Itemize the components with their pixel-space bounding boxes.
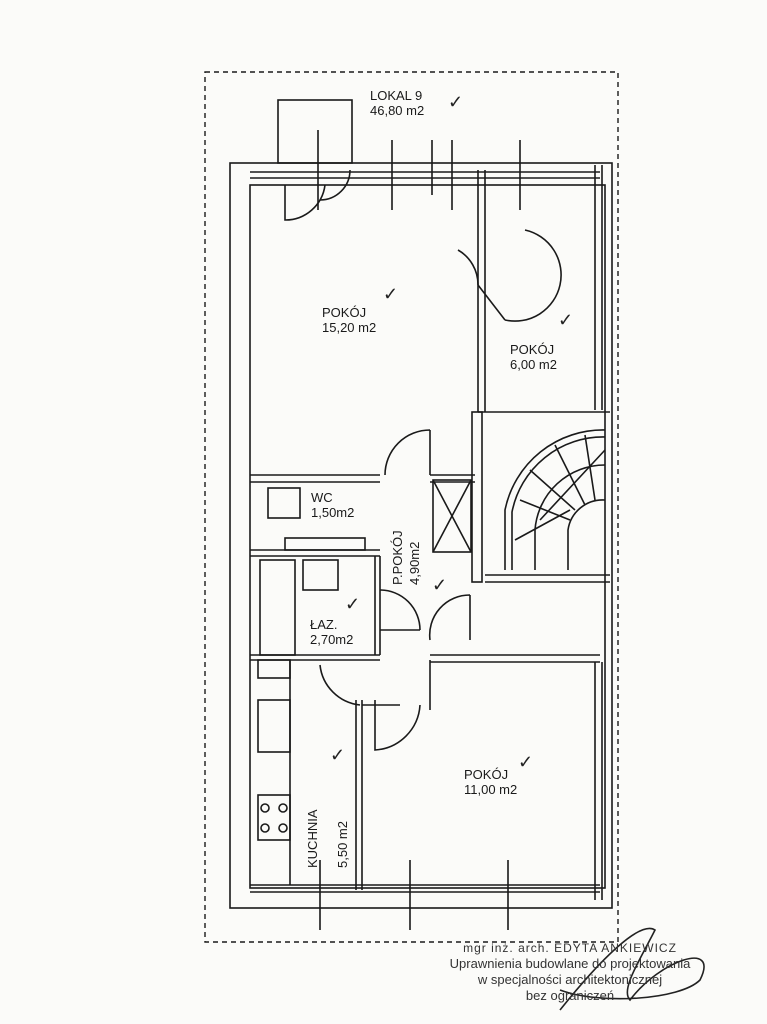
room-hall: P.POKÓJ 4,90m2: [368, 500, 422, 585]
room-area: 15,20 m2: [322, 320, 377, 335]
outer-wall: [229, 162, 613, 909]
room-name: ŁAZ.: [310, 617, 338, 632]
stamp-line: Uprawnienia budowlane do projektowania: [449, 956, 691, 971]
room-kitchen: KUCHNIA 5,50 m2: [305, 809, 350, 868]
staircase: [504, 429, 606, 570]
room-area: 11,00 m2: [464, 782, 518, 797]
check-mark: ✓: [518, 752, 534, 772]
room-name: POKÓJ: [464, 767, 509, 782]
doors: [284, 169, 562, 751]
unit-boundary: [204, 71, 619, 943]
room-name: POKÓJ: [322, 305, 367, 320]
room-living: POKÓJ 15,20 m2: [322, 305, 376, 335]
room-bathroom: ŁAZ. 2,70m2: [310, 617, 353, 647]
unit-title: LOKAL 9: [370, 88, 423, 103]
check-mark: ✓: [432, 575, 448, 595]
unit-label: LOKAL 9 46,80 m2: [370, 88, 424, 118]
room-area: 4,90m2: [407, 541, 422, 585]
signature: [559, 927, 705, 1011]
room-area: 5,50 m2: [335, 821, 350, 868]
architect-stamp: mgr inż. arch. EDYTA ANKIEWICZ Uprawnien…: [405, 940, 735, 1004]
room-name: POKÓJ: [510, 342, 555, 357]
check-mark: ✓: [330, 745, 346, 765]
stamp-line: w specjalności architektonicznej: [477, 972, 663, 987]
room-area: 2,70m2: [310, 632, 354, 647]
check-mark: ✓: [345, 594, 361, 614]
room-area: 6,00 m2: [510, 357, 557, 372]
room-name: WC: [311, 490, 333, 505]
room-small: POKÓJ 6,00 m2: [510, 342, 557, 372]
room-name: KUCHNIA: [305, 809, 320, 868]
room-wc: WC 1,50m2: [311, 490, 354, 520]
unit-area: 46,80 m2: [370, 103, 425, 118]
check-mark: ✓: [448, 92, 464, 112]
balcony: [277, 99, 353, 164]
stamp-line: mgr inż. arch. EDYTA ANKIEWICZ: [463, 941, 677, 955]
room-area: 1,50m2: [311, 505, 355, 520]
room-bedroom: POKÓJ 11,00 m2: [464, 767, 517, 797]
stamp-line: bez ograniczeń: [525, 988, 615, 1003]
check-mark: ✓: [383, 284, 399, 304]
room-name: P.POKÓJ: [390, 530, 405, 585]
check-mark: ✓: [558, 310, 574, 330]
